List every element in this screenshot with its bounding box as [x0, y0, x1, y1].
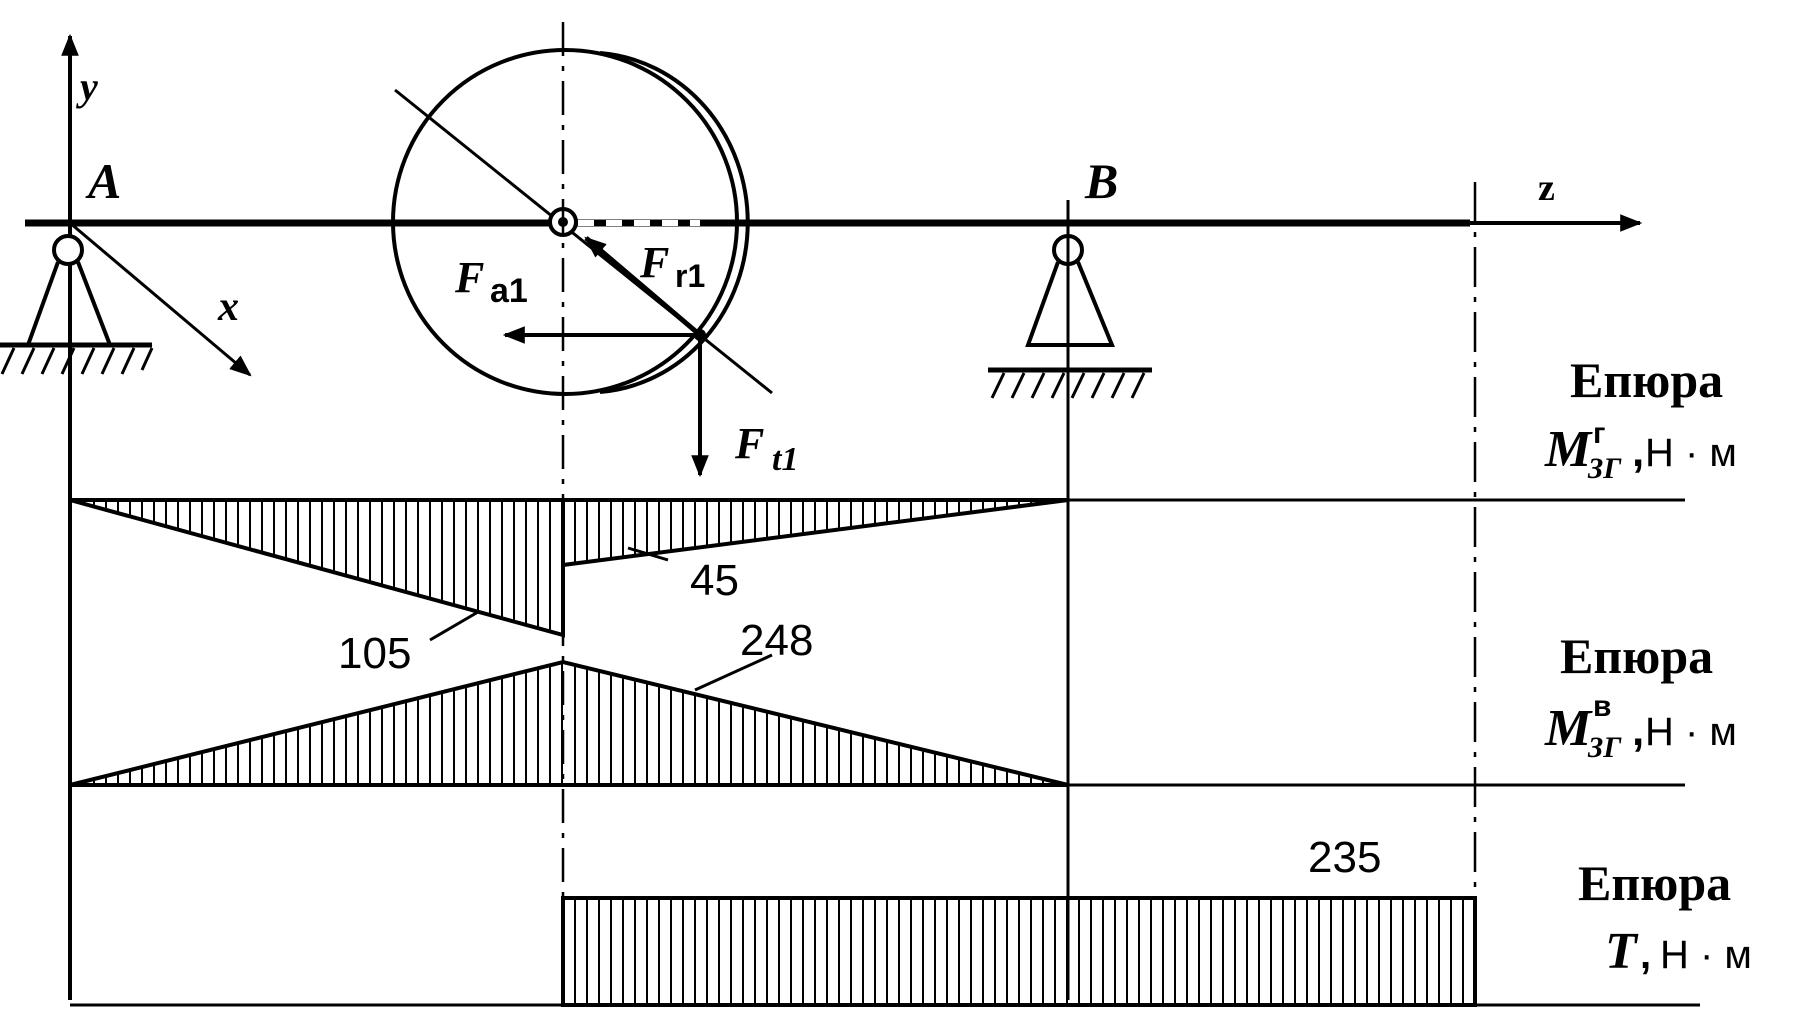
svg-text:F: F — [639, 238, 669, 287]
svg-text:Н · м: Н · м — [1645, 710, 1737, 754]
svg-text:,: , — [1632, 427, 1644, 476]
epure-mg-value-105: 105 — [338, 629, 411, 678]
epure-mg: 105 45 — [69, 498, 1685, 678]
epure-t-value-235: 235 — [1308, 833, 1381, 882]
svg-text:Н · м: Н · м — [1645, 431, 1737, 475]
x-axis-label: x — [217, 284, 239, 330]
shaft-scheme: y z x A — [0, 22, 1643, 1000]
epure-t: 235 — [70, 833, 1700, 1007]
svg-text:t1: t1 — [772, 441, 798, 478]
svg-text:Н · м: Н · м — [1660, 933, 1752, 977]
svg-text:г: г — [1593, 417, 1606, 450]
svg-text:r1: r1 — [675, 258, 705, 294]
svg-text:Епюра: Епюра — [1578, 855, 1731, 911]
epure-mv: 248 — [69, 616, 1685, 787]
svg-text:в: в — [1593, 690, 1611, 723]
svg-text:F: F — [454, 253, 484, 302]
support-b-label: B — [1084, 153, 1118, 209]
epure-mg-value-45: 45 — [690, 556, 739, 605]
svg-text:ЗГ: ЗГ — [1587, 452, 1622, 485]
svg-text:F: F — [734, 419, 764, 468]
support-a-label: A — [85, 153, 121, 209]
force-axial: F a1 — [454, 253, 700, 344]
svg-text:M: M — [1544, 700, 1593, 757]
force-tangential: F t1 — [691, 329, 798, 478]
epure-mv-value-248: 248 — [740, 616, 813, 665]
svg-text:Епюра: Епюра — [1560, 628, 1713, 684]
svg-text:,: , — [1632, 706, 1644, 755]
svg-text:a1: a1 — [490, 272, 528, 310]
z-axis-label: z — [1538, 167, 1555, 209]
support-a: A — [0, 153, 154, 375]
support-b: B — [988, 153, 1152, 399]
svg-text:M: M — [1544, 421, 1593, 478]
epure-t-caption: Епюра T , Н · м — [1578, 855, 1752, 980]
epure-mg-caption: Епюра M г ЗГ , Н · м — [1544, 352, 1737, 485]
svg-text:Епюра: Епюра — [1570, 352, 1723, 408]
svg-text:,: , — [1640, 933, 1651, 977]
force-radial: F r1 — [584, 236, 705, 337]
svg-text:T: T — [1605, 923, 1639, 980]
x-axis — [69, 221, 252, 377]
epure-mv-caption: Епюра M в ЗГ , Н · м — [1544, 628, 1737, 764]
svg-text:ЗГ: ЗГ — [1587, 731, 1622, 764]
y-axis-label: y — [76, 64, 98, 109]
